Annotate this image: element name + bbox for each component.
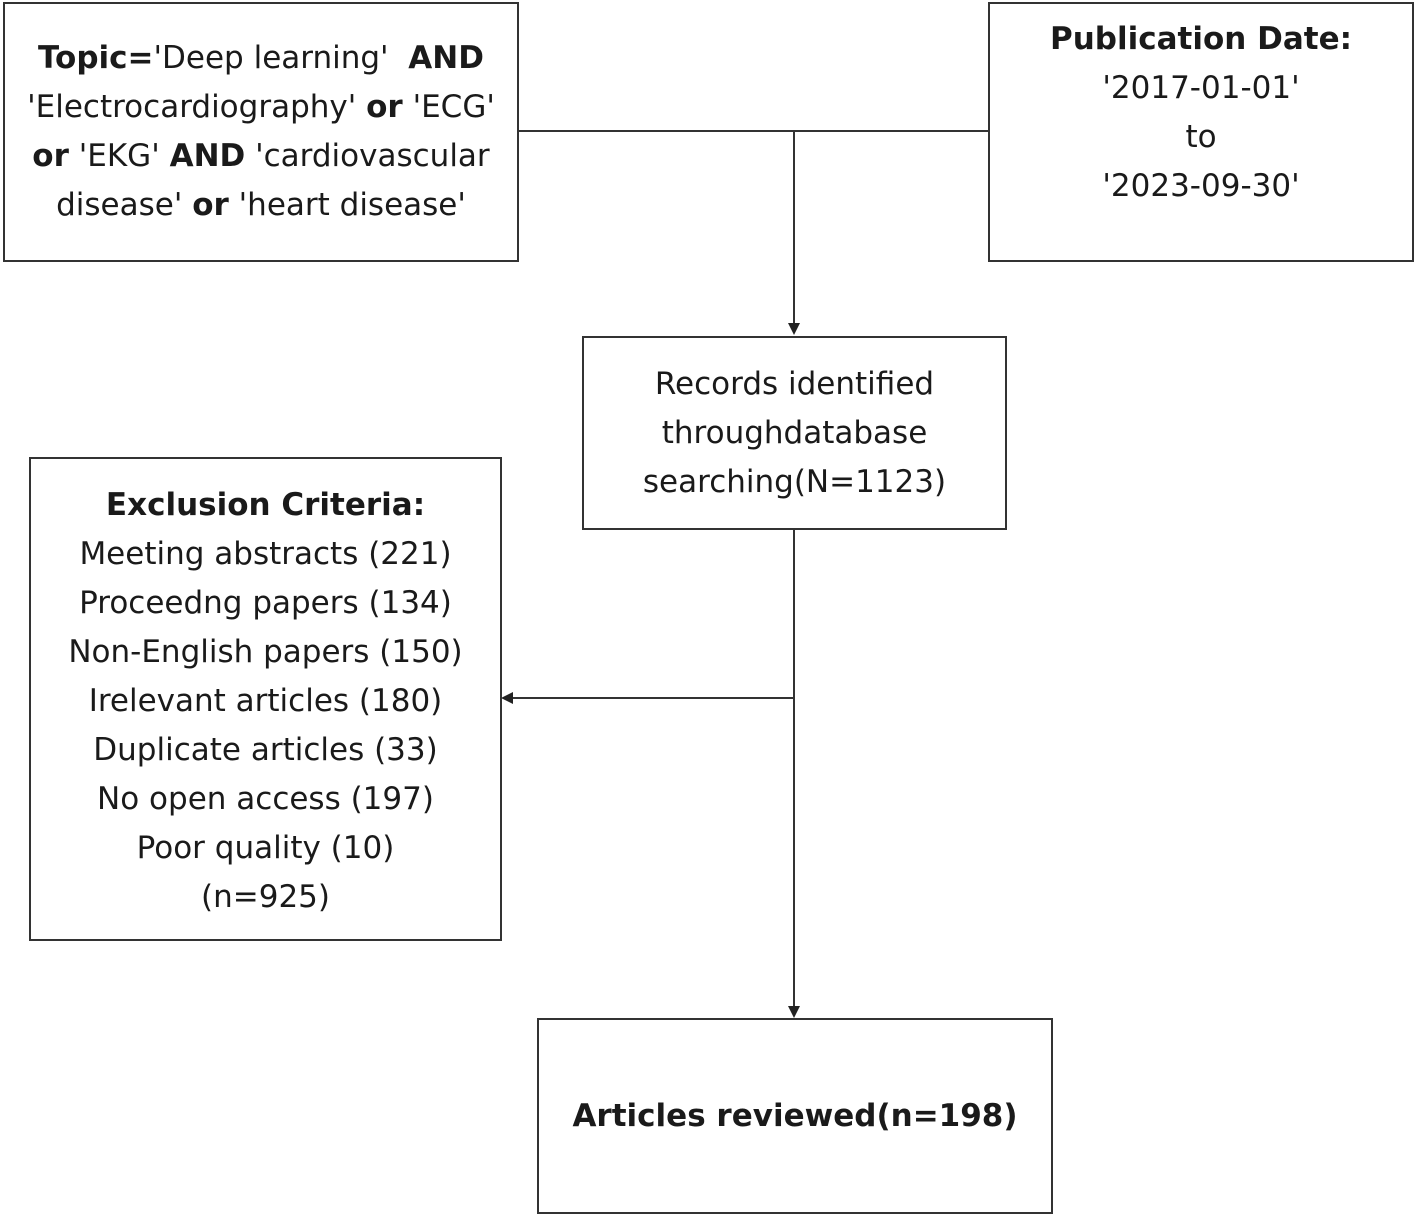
topic-query-line: Topic='Deep learning' AND <box>27 34 495 83</box>
publication-date-title: Publication Date: <box>1049 21 1353 57</box>
topic-query-term: 'ECG' <box>402 89 495 125</box>
exclusion-item: Meeting abstracts (221) <box>79 536 452 572</box>
exclusion-item: Proceedng papers (134) <box>79 585 452 621</box>
topic-query-line: 'Electrocardiography' or 'ECG' <box>27 83 495 132</box>
records-line-3: searching(N=1123) <box>642 463 947 500</box>
exclusion-item: Non-English papers (150) <box>68 634 463 670</box>
topic-query-term: 'heart disease' <box>228 187 466 223</box>
exclusion-item: Duplicate articles (33) <box>93 732 438 768</box>
topic-query-operator: AND <box>408 40 484 76</box>
publication-date-end: '2023-09-30' <box>1102 168 1300 204</box>
exclusion-total: (n=925) <box>201 879 330 915</box>
topic-query-term: 'Electrocardiography' <box>27 89 367 125</box>
publication-date-start: '2017-01-01' <box>1102 70 1300 106</box>
articles-reviewed-label: Articles reviewed(n=198) <box>572 1097 1018 1134</box>
exclusion-criteria-box: Exclusion Criteria: Meeting abstracts (2… <box>29 457 502 941</box>
topic-query-operator: AND <box>169 138 246 174</box>
topic-query-term: 'EKG' <box>68 138 170 174</box>
topic-query-term: 'cardiovascular <box>245 138 490 174</box>
topic-query-text: Topic='Deep learning' AND'Electrocardiog… <box>27 34 495 230</box>
topic-query-operator: or <box>366 89 403 125</box>
topic-query-operator: or <box>32 138 69 174</box>
topic-query-box: Topic='Deep learning' AND'Electrocardiog… <box>3 2 519 262</box>
records-line-1: Records identified <box>654 365 935 402</box>
publication-date-to: to <box>1185 119 1217 155</box>
topic-query-operator: Topic= <box>38 40 154 76</box>
topic-query-term: 'Deep learning' <box>153 40 409 76</box>
articles-reviewed-box: Articles reviewed(n=198) <box>537 1018 1053 1214</box>
topic-query-line: disease' or 'heart disease' <box>27 181 495 230</box>
exclusion-item: Poor quality (10) <box>136 830 395 866</box>
exclusion-criteria-title: Exclusion Criteria: <box>105 487 426 523</box>
publication-date-box: Publication Date: '2017-01-01' to '2023-… <box>988 2 1414 262</box>
topic-query-operator: or <box>192 187 229 223</box>
exclusion-item: No open access (197) <box>97 781 434 817</box>
exclusion-item: Irelevant articles (180) <box>88 683 443 719</box>
records-line-2: throughdatabase <box>661 414 928 451</box>
records-identified-box: Records identified throughdatabase searc… <box>582 336 1007 530</box>
topic-query-line: or 'EKG' AND 'cardiovascular <box>27 132 495 181</box>
topic-query-term: disease' <box>56 187 193 223</box>
